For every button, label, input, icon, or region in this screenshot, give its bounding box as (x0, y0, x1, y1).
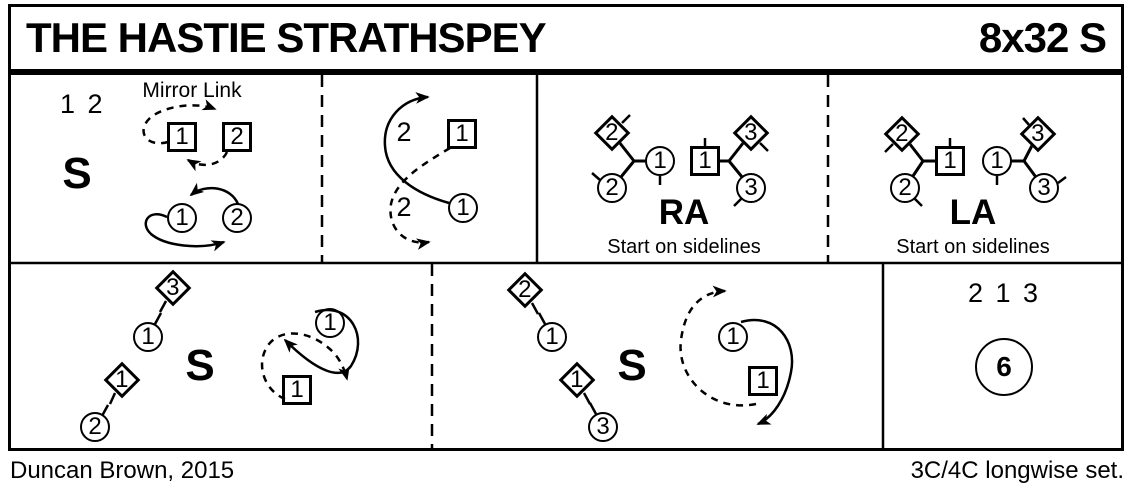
man-1-square: 1 (447, 119, 477, 149)
title-bar: THE HASTIE STRATHSPEY 8x32 S (8, 4, 1124, 72)
strathspey-letter: S (617, 341, 647, 390)
man-1-square: 1 (167, 122, 197, 152)
lady-1-circle: 1 (448, 193, 478, 223)
place-2-bottom-label: 2 (396, 192, 412, 222)
lady-1-circle: 1 (537, 322, 567, 352)
man-1-square: 1 (748, 366, 778, 396)
figure-name-label: Mirror Link (142, 79, 242, 102)
lady-1-circle: 1 (645, 146, 675, 176)
man-1-square: 1 (935, 146, 965, 176)
lady-1-circle: 1 (718, 322, 748, 352)
devisor-credit: Duncan Brown, 2015 (10, 457, 235, 484)
lady-1-circle: 1 (315, 308, 345, 338)
lady-1-circle: 1 (982, 146, 1012, 176)
lady-2-circle: 2 (890, 173, 920, 203)
lady-2-circle: 2 (597, 173, 627, 203)
circle-six-hands-round: 6 (975, 338, 1033, 396)
lady-3-circle: 3 (588, 412, 618, 442)
lady-3-circle: 3 (1029, 173, 1059, 203)
man-1-square: 1 (690, 146, 720, 176)
starting-positions-label: 1 2 (60, 89, 103, 119)
lady-1-circle: 1 (167, 203, 197, 233)
left-hands-across-label: LA (949, 193, 997, 232)
sidelines-note: Start on sidelines (896, 236, 1050, 258)
strathspey-letter: S (62, 149, 92, 198)
right-hands-across-label: RA (658, 193, 710, 232)
diagram-frame (8, 72, 1124, 451)
lady-1-circle: 1 (133, 322, 163, 352)
strathspey-letter: S (185, 341, 215, 390)
lady-2-circle: 2 (80, 412, 110, 442)
place-2-top-label: 2 (396, 117, 412, 147)
man-1-square: 1 (282, 375, 312, 405)
finish-order-label: 2 1 3 (967, 278, 1039, 308)
lady-2-circle: 2 (222, 203, 252, 233)
man-2-square: 2 (222, 122, 252, 152)
lady-3-circle: 3 (736, 173, 766, 203)
page-title: THE HASTIE STRATHSPEY (26, 14, 547, 61)
repeats-tempo-label: 8x32 S (978, 14, 1107, 61)
set-type-label: 3C/4C longwise set. (910, 457, 1124, 484)
sidelines-note: Start on sidelines (607, 236, 761, 258)
